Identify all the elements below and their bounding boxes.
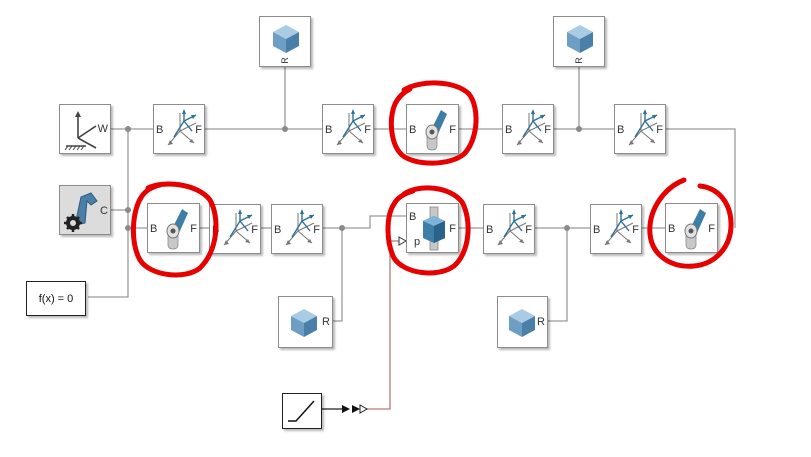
rigid-transform-block-8[interactable]: B F — [590, 204, 642, 254]
world-frame-block[interactable]: W — [59, 104, 111, 154]
port-label-reference: R — [537, 316, 545, 328]
wire-left-trunk[interactable] — [88, 129, 129, 298]
port-label-base: B — [486, 224, 494, 236]
port-label-base: B — [212, 224, 220, 236]
port-label-follower: F — [195, 124, 202, 136]
solid-cube-icon — [291, 309, 317, 337]
rigid-transform-block-7[interactable]: B F — [483, 204, 535, 254]
solid-block-top-1[interactable]: R — [259, 16, 311, 67]
port-label-base: B — [668, 223, 676, 235]
port-label-follower: F — [364, 124, 371, 136]
junction-dot — [282, 126, 288, 132]
junction-dot — [576, 126, 582, 132]
rigid-transform-block-4[interactable]: B F — [614, 104, 666, 154]
rigid-transform-icon — [604, 209, 634, 246]
ramp-source-icon — [288, 400, 315, 422]
constraint-expression: f(x) = 0 — [38, 292, 74, 305]
revolute-joint-icon — [425, 110, 447, 151]
revolute-joint-block-top[interactable]: B F — [406, 104, 459, 154]
port-label-position: p — [414, 236, 421, 248]
rigid-transform-icon — [516, 109, 546, 146]
port-label-follower: F — [251, 224, 258, 236]
converter-output-arrowhead — [359, 404, 369, 414]
rigid-transform-icon — [628, 109, 658, 146]
port-label-follower: F — [525, 224, 532, 236]
solid-block-bottom-1[interactable]: R — [278, 296, 333, 348]
port-label-conn: C — [100, 205, 108, 217]
revolute-joint-icon — [684, 209, 706, 250]
wire-transform-6-to-prismatic[interactable] — [323, 215, 406, 229]
port-label-reference: R — [322, 316, 330, 328]
solid-cube-icon — [567, 25, 593, 53]
signal-line-ps-to-prismatic[interactable] — [366, 240, 399, 410]
rigid-transform-icon — [497, 209, 527, 246]
port-label-base: B — [409, 124, 417, 136]
port-label-base: B — [274, 224, 282, 236]
junction-dots — [125, 126, 582, 231]
port-label-base: B — [617, 124, 625, 136]
port-label-reference: R — [279, 57, 290, 64]
rigid-transform-icon — [336, 109, 366, 146]
wire-top-return-down[interactable] — [666, 128, 736, 228]
port-label-follower: F — [708, 223, 715, 235]
rigid-transform-icon — [167, 109, 197, 146]
ramp-source-block[interactable] — [282, 393, 322, 429]
mechanism-configuration-icon — [64, 192, 98, 232]
revolute-joint-block-left[interactable]: B F — [147, 203, 200, 253]
prismatic-joint-block[interactable]: B p F — [406, 203, 459, 253]
revolute-joint-block-right[interactable]: B F — [665, 203, 718, 253]
rigid-transform-block-6[interactable]: B F — [271, 204, 323, 254]
solid-cube-icon — [273, 25, 299, 53]
port-label-base: B — [156, 124, 164, 136]
wire-solid-bottom-2[interactable] — [548, 228, 568, 322]
port-label-base: B — [593, 224, 601, 236]
solid-block-top-2[interactable]: R — [553, 16, 605, 67]
rigid-transform-block-3[interactable]: B F — [502, 104, 554, 154]
port-label-follower: F — [449, 223, 456, 235]
port-label-base: B — [505, 124, 513, 136]
port-label-base: B — [150, 223, 158, 235]
wire-solid-bottom-1[interactable] — [333, 228, 343, 322]
prismatic-joint-icon — [423, 206, 445, 251]
mechanism-configuration-block[interactable]: C — [59, 185, 111, 235]
constraint-block[interactable]: f(x) = 0 — [26, 281, 86, 316]
junction-dot — [125, 126, 131, 132]
port-label-reference: R — [573, 57, 584, 64]
port-label-follower: F — [656, 124, 663, 136]
junction-dot — [125, 207, 131, 213]
rigid-transform-icon — [285, 209, 315, 246]
junction-dot — [125, 225, 131, 231]
port-label-follower: F — [544, 124, 551, 136]
revolute-joint-icon — [166, 209, 188, 250]
rigid-transform-block-2[interactable]: B F — [322, 104, 374, 154]
converter-arrowhead — [352, 405, 360, 413]
port-label-follower: F — [449, 124, 456, 136]
signal-arrowhead — [342, 405, 350, 413]
world-frame-icon — [64, 111, 97, 151]
port-label-world: W — [97, 123, 108, 135]
rigid-transform-block-5[interactable]: B F — [209, 204, 261, 254]
port-label-base: B — [409, 211, 417, 223]
port-label-follower: F — [190, 223, 197, 235]
port-label-follower: F — [313, 224, 320, 236]
solid-cube-icon — [509, 309, 535, 337]
port-label-follower: F — [632, 224, 639, 236]
port-label-base: B — [325, 124, 333, 136]
prismatic-input-arrowhead — [398, 236, 408, 246]
junction-dot — [339, 225, 345, 231]
junction-dot — [564, 225, 570, 231]
rigid-transform-block-1[interactable]: B F — [153, 104, 205, 154]
solid-block-bottom-2[interactable]: R — [497, 296, 548, 348]
rigid-transform-icon — [223, 209, 253, 246]
